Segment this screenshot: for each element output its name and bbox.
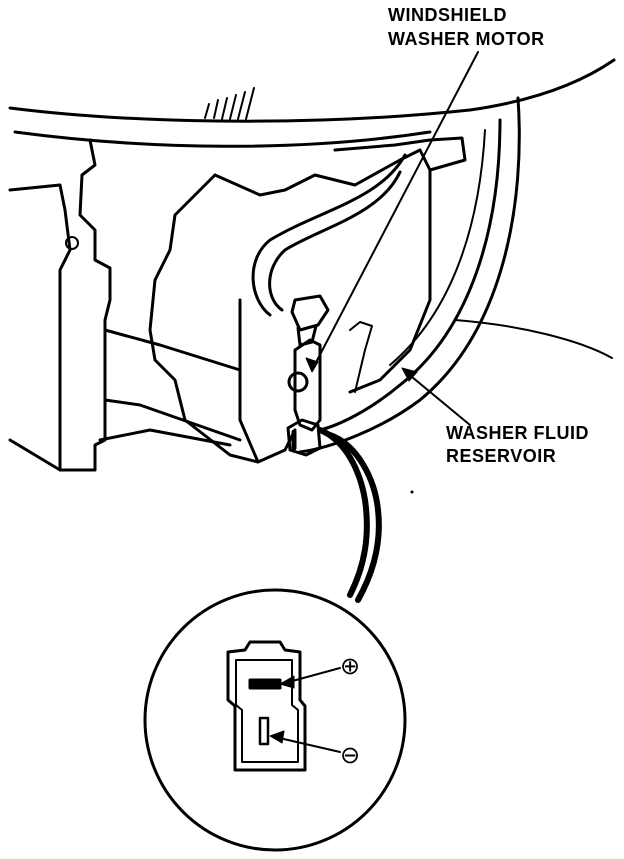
frame-rail: [103, 328, 242, 372]
hose: [251, 153, 407, 317]
frame-rail-lower: [103, 398, 242, 442]
detail-circle: [143, 588, 407, 852]
frame-rail-bottom: [98, 428, 232, 447]
pump-fitting: [290, 294, 330, 332]
fender-arc-outer: [298, 96, 521, 454]
motor-connector: [286, 418, 322, 457]
reservoir-body: [148, 173, 297, 464]
speck: [410, 490, 414, 494]
left-frame: [8, 183, 72, 472]
positive-terminal: [248, 678, 282, 690]
hood-lower-edge: [13, 130, 432, 148]
motor-leader-arrow: [305, 357, 319, 373]
fender-arc-mid: [318, 118, 502, 432]
fender-arc-inner: [389, 129, 486, 366]
left-bracket: [58, 138, 112, 472]
reservoir-label-line1: WASHER FLUID: [446, 423, 589, 443]
hood-edge: [8, 58, 616, 123]
wire-harness: [317, 427, 370, 598]
reservoir-flange: [349, 321, 373, 393]
reservoir-front: [213, 148, 432, 394]
detail-connector-inner: [235, 659, 299, 763]
positive-symbol: ⊕: [340, 652, 361, 680]
motor-leader: [311, 51, 479, 371]
motor-outlet: [287, 371, 309, 393]
reservoir-leader: [405, 371, 471, 426]
reservoir-label-line2: RESERVOIR: [446, 446, 557, 466]
reservoir-top-tab: [333, 136, 467, 172]
left-frame-lower: [8, 438, 62, 472]
negative-leader-arrow: [269, 730, 285, 744]
positive-leader-arrow: [279, 675, 295, 689]
negative-leader: [274, 736, 341, 753]
wire-harness-2: [327, 432, 382, 603]
negative-symbol: ⊖: [340, 741, 361, 769]
hose-inner: [268, 170, 402, 312]
inner-panel-line: [454, 319, 613, 359]
hood-shading: [204, 87, 255, 120]
bolt: [65, 236, 79, 250]
detail-connector-outline: [226, 640, 307, 772]
negative-terminal: [258, 716, 270, 746]
motor-label-line1: WINDSHIELD: [388, 5, 507, 25]
reservoir-side: [238, 298, 260, 464]
motor-label-line2: WASHER MOTOR: [388, 29, 545, 49]
reservoir-leader-arrow: [401, 367, 418, 382]
